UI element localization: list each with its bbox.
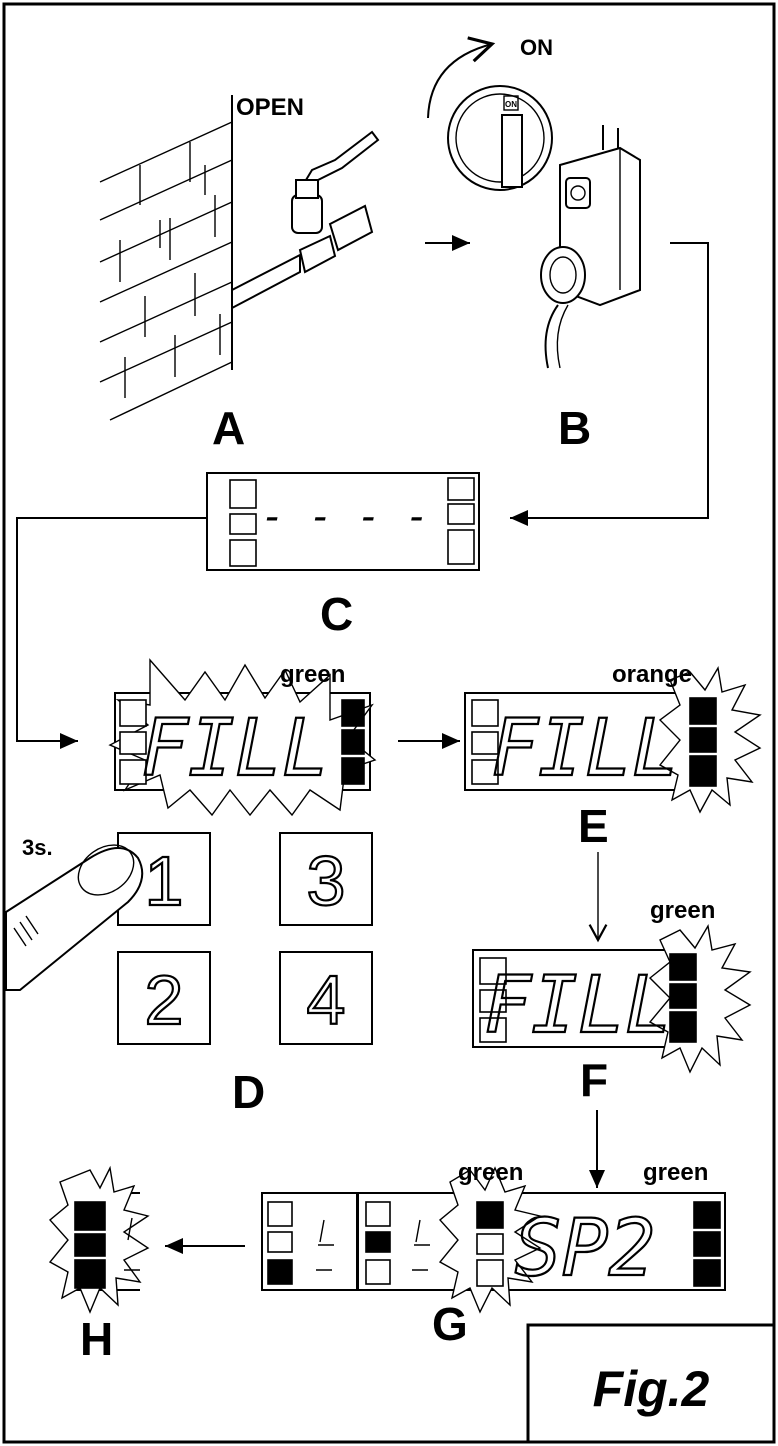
keypad: 1 3 2 4 — [117, 832, 373, 1045]
step-label-a: A — [212, 402, 245, 454]
key-2[interactable] — [117, 951, 211, 1045]
key-4[interactable] — [279, 951, 373, 1045]
display-h — [48, 1165, 150, 1314]
hold-time-label: 3s. — [22, 835, 53, 860]
color-label-g-left: green — [458, 1159, 523, 1186]
display-f: FILL — [472, 923, 752, 1074]
display-g-stack-back — [261, 1192, 471, 1291]
step-label-f: F — [580, 1054, 608, 1106]
key-1-label: 1 — [145, 842, 184, 920]
key-3-label: 3 — [307, 842, 346, 920]
display-d-text: FILL — [141, 704, 329, 794]
power-switch: ON — [427, 36, 553, 191]
display-c-text: - - - - — [261, 494, 430, 540]
key-4-label: 4 — [307, 961, 346, 1039]
finger-icon — [5, 844, 144, 991]
color-label-g-right: green — [643, 1159, 708, 1186]
display-g-text: SP2 — [515, 1204, 656, 1294]
step-label-d: D — [232, 1066, 265, 1118]
display-g: SP2 — [438, 1166, 726, 1314]
figure-title: Fig.2 — [593, 1361, 710, 1417]
color-label-e: orange — [612, 661, 692, 688]
display-f-text: FILL — [484, 961, 672, 1051]
display-e: FILL — [464, 665, 762, 814]
step-label-c: C — [320, 588, 353, 640]
arrow-c-to-d — [16, 517, 207, 749]
key-2-label: 2 — [145, 961, 184, 1039]
step-label-h: H — [80, 1313, 113, 1365]
figure-title-box — [526, 1323, 776, 1444]
step-label-b: B — [558, 402, 591, 454]
arrow-b-to-c — [510, 242, 709, 526]
key-3[interactable] — [279, 832, 373, 926]
wall-with-valve — [99, 95, 380, 430]
color-label-d: green — [280, 661, 345, 688]
on-label: ON — [520, 35, 553, 60]
step-label-e: E — [578, 800, 609, 852]
display-e-text: FILL — [491, 704, 679, 794]
pump-controller — [540, 125, 641, 369]
open-label: OPEN — [236, 94, 304, 121]
step-label-g: G — [432, 1298, 468, 1350]
color-label-f: green — [650, 897, 715, 924]
switch-on-mark: ON — [505, 100, 517, 109]
display-d: FILL — [108, 658, 377, 817]
display-c: - - - - — [206, 472, 480, 571]
